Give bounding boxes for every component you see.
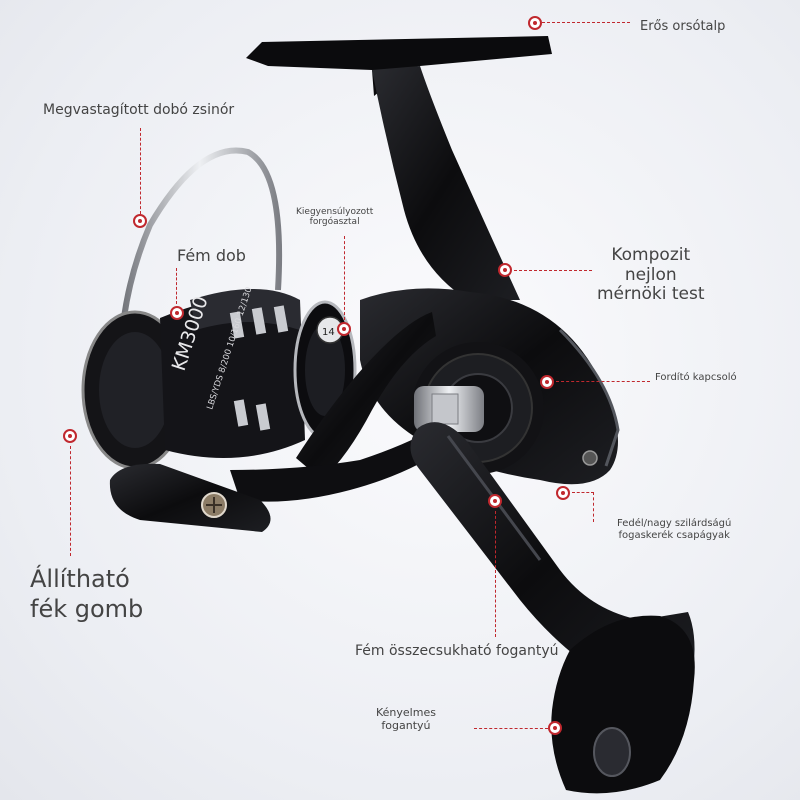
label-knob-line1: Kényelmes xyxy=(376,706,436,719)
marker-handle xyxy=(488,494,502,508)
label-reel-foot: Erős orsótalp xyxy=(640,19,726,34)
leader-knob xyxy=(474,728,548,729)
label-body-line1: Kompozit xyxy=(611,245,691,265)
label-reverse-switch: Fordító kapcsoló xyxy=(655,372,737,383)
leader-reel-foot xyxy=(542,22,630,23)
leader-drag xyxy=(70,446,71,556)
label-adjustable-drag: Állítható fék gomb xyxy=(30,564,143,624)
marker-reel-foot xyxy=(528,16,542,30)
leader-cover-a xyxy=(572,492,594,493)
leader-spool xyxy=(176,268,177,304)
label-thickened-line: Megvastagított dobó zsinór xyxy=(43,102,235,118)
label-cover-line1: Fedél/nagy szilárdságú xyxy=(617,518,732,529)
label-knob-line2: fogantyú xyxy=(381,718,431,732)
label-handle-knob: Kényelmes fogantyú xyxy=(376,706,436,732)
label-balanced-rotor-line1: Kiegyensúlyozott xyxy=(296,207,374,217)
metal-spool-shape xyxy=(160,295,305,458)
rotor-badge-text: 14 xyxy=(322,327,335,338)
marker-body xyxy=(498,263,512,277)
leader-body xyxy=(514,270,592,271)
label-metal-spool: Fém dob xyxy=(177,246,246,265)
marker-rotor xyxy=(337,322,351,336)
label-balanced-rotor-line2: forgóasztal xyxy=(309,217,360,228)
label-balanced-rotor: Kiegyensúlyozott forgóasztal xyxy=(296,207,373,228)
leader-rotor xyxy=(344,236,345,320)
marker-spool xyxy=(170,306,184,320)
reel-foot-shape xyxy=(246,36,552,96)
leader-handle xyxy=(495,511,496,637)
handle-knob-shape xyxy=(551,615,695,794)
leader-line xyxy=(140,128,141,214)
label-body-line3: mérnöki test xyxy=(597,284,705,305)
label-folding-handle: Fém összecsukható fogantyú xyxy=(355,643,559,659)
label-drag-line1: Állítható xyxy=(30,565,130,593)
label-drag-line2: fék gomb xyxy=(30,595,144,623)
marker-knob xyxy=(548,721,562,735)
leader-reverse-switch xyxy=(556,381,650,382)
label-cover-line2: fogaskerék csapágyak xyxy=(618,529,730,541)
label-cover-bearings: Fedél/nagy szilárdságú fogaskerék csapág… xyxy=(617,518,731,541)
label-composite-body: Kompozit nejlon mérnöki test xyxy=(597,245,705,305)
leader-cover-b xyxy=(593,492,614,522)
marker-line xyxy=(133,214,147,228)
bail-arm-shape xyxy=(109,463,271,532)
label-body-line2: nejlon xyxy=(624,264,677,285)
marker-cover xyxy=(556,486,570,500)
marker-drag xyxy=(63,429,77,443)
marker-reverse-switch xyxy=(540,375,554,389)
